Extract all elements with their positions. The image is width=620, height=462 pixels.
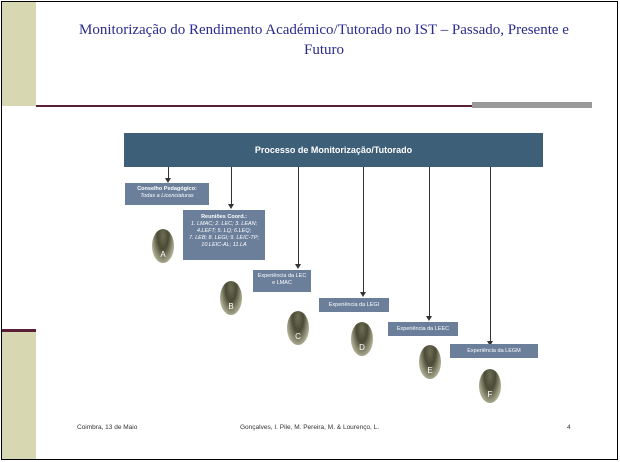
oval-e: E	[419, 345, 441, 379]
box-experiencia-legi: Experiência da LEGI	[319, 298, 389, 312]
box-f-text: Experiência da LEGM	[467, 348, 521, 354]
box-d-text: Experiência da LEGI	[328, 302, 380, 308]
footer-authors: Gonçalves, I. Pile, M. Pereira, M. & Lou…	[240, 424, 380, 431]
box-b-line-3: 7. LEB; 8. LEGI; 9. LEIC-TP;	[188, 235, 259, 241]
box-b-line-4: 10.LEIC-AL; 11.LA	[201, 242, 247, 248]
connector-d-arrow	[360, 292, 366, 297]
title-divider-accent	[472, 102, 592, 108]
slide-title: Monitorização do Rendimento Académico/Tu…	[79, 22, 569, 58]
oval-d: D	[351, 322, 373, 356]
oval-c: C	[287, 311, 309, 345]
box-a-subtitle: Todas a Licenciaturas	[140, 193, 194, 199]
left-band-middle	[2, 106, 36, 330]
connector-b	[231, 167, 232, 205]
box-experiencia-leec: Experiência da LEEC	[388, 322, 458, 336]
box-experiencia-legm: Experiência da LEGM	[450, 344, 538, 358]
box-conselho-pedagogico: Conselho Pedagógico: Todas a Licenciatur…	[125, 183, 209, 205]
footer-location-date: Coimbra, 13 de Maio	[77, 424, 138, 431]
process-header-label: Processo de Monitorização/Tutorado	[254, 145, 413, 155]
box-b-line-1: 1. LMAC; 2. LEC; 3. LEAN;	[190, 221, 258, 227]
connector-b-arrow	[228, 204, 234, 209]
connector-c-arrow	[295, 264, 301, 269]
connector-e	[429, 167, 430, 317]
connector-a	[168, 167, 169, 179]
left-band-top	[2, 2, 36, 106]
process-header: Processo de Monitorização/Tutorado	[124, 133, 543, 167]
box-reunioes-coordenacao: Reuniões Coord.: 1. LMAC; 2. LEC; 3. LEA…	[183, 210, 265, 260]
footer-page-number: 4	[567, 424, 571, 431]
left-band-divider	[2, 329, 36, 332]
connector-c	[298, 167, 299, 265]
box-c-text: Experiência da LEC e LMAC	[257, 273, 307, 286]
connector-a-arrow	[165, 178, 171, 183]
connector-f	[490, 167, 491, 342]
box-b-line-2: 4.LEFT; 5. LQ; 6.LEQ;	[196, 228, 252, 234]
connector-e-arrow	[426, 316, 432, 321]
title-divider	[36, 105, 581, 107]
left-band-bottom	[2, 332, 36, 459]
oval-f: F	[479, 369, 501, 403]
box-experiencia-lec-lmac: Experiência da LEC e LMAC	[253, 270, 311, 292]
connector-d	[363, 167, 364, 293]
connector-f-arrow	[487, 341, 493, 346]
box-e-text: Experiência da LEEC	[396, 326, 450, 332]
box-a-title: Conselho Pedagógico:	[137, 186, 197, 192]
oval-b: B	[220, 281, 242, 315]
oval-a: A	[152, 229, 174, 263]
box-b-title: Reuniões Coord.:	[201, 214, 247, 220]
